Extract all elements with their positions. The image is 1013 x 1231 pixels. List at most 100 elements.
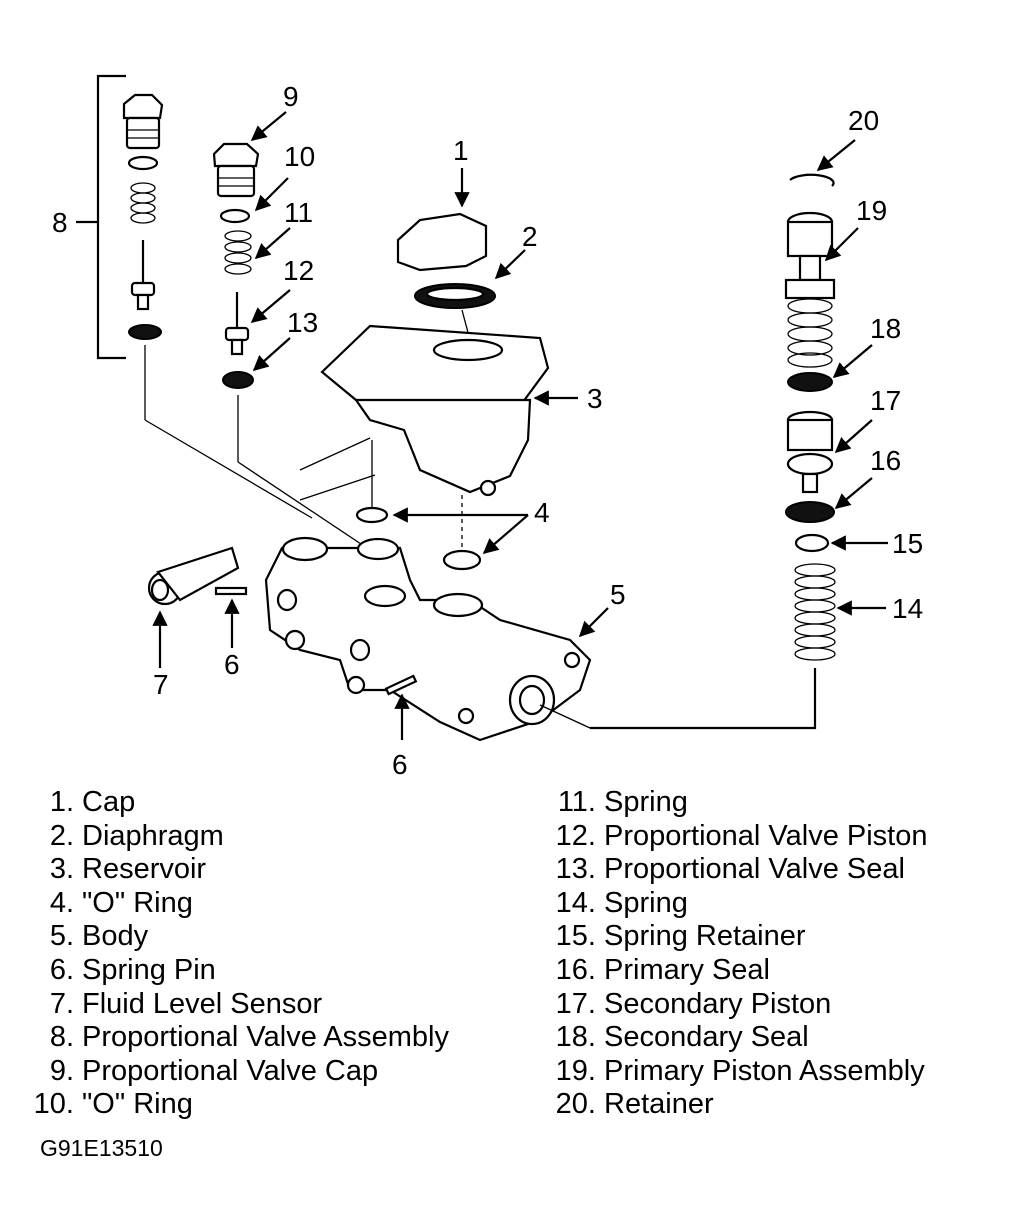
legend-number: 1. <box>49 786 74 818</box>
legend-item: 6.Spring Pin <box>0 954 449 988</box>
legend-label: Secondary Seal <box>604 1021 809 1054</box>
exploded-view-diagram: 1 2 3 4 5 6 6 7 8 9 10 11 12 13 14 15 16… <box>52 74 923 780</box>
legend-number: 12. <box>555 819 596 852</box>
secondary-seal-18 <box>787 372 833 392</box>
legend-label: Spring <box>604 786 688 818</box>
legend-label: Proportional Valve Cap <box>82 1054 379 1087</box>
legend-number: 15. <box>555 920 596 953</box>
legend-number: 17. <box>555 987 596 1020</box>
legend-number: 16. <box>555 953 596 986</box>
callout-8: 8 <box>52 207 68 238</box>
legend-number: 14. <box>555 886 596 919</box>
legend-item: 16.Primary Seal <box>520 954 927 988</box>
reservoir-cap-1 <box>396 212 488 272</box>
legend-item: 1.Cap <box>0 786 449 820</box>
legend-number: 10. <box>33 1088 74 1121</box>
legend-item: 10."O" Ring <box>0 1088 449 1122</box>
legend-item: 13.Proportional Valve Seal <box>520 853 927 887</box>
legend-label: Body <box>82 920 149 953</box>
callout-12: 12 <box>283 255 314 286</box>
legend-number: 7. <box>49 987 74 1020</box>
legend-number: 4. <box>49 886 74 919</box>
spring-pin-6a <box>214 586 248 596</box>
legend-item: 12.Proportional Valve Piston <box>520 819 928 854</box>
spring-pin-6b <box>384 674 418 696</box>
callout-13: 13 <box>287 307 318 338</box>
legend-item: 7.Fluid Level Sensor <box>0 988 449 1022</box>
legend-item: 4."O" Ring <box>0 887 449 921</box>
legend-number: 19. <box>555 1054 596 1087</box>
leader-arrows <box>152 111 888 740</box>
legend-label: Retainer <box>604 1088 714 1121</box>
callout-5: 5 <box>610 579 626 610</box>
o-ring-4b <box>442 549 482 571</box>
callout-18: 18 <box>870 313 901 344</box>
legend-item: 15.Spring Retainer <box>520 920 927 954</box>
spring-retainer-15 <box>794 533 830 553</box>
reservoir-3 <box>299 324 550 548</box>
legend-label: Cap <box>82 786 136 818</box>
legend-item: 17.Secondary Piston <box>520 988 927 1022</box>
callout-17: 17 <box>870 385 901 416</box>
legend-label: Proportional Valve Piston <box>604 819 928 852</box>
callout-2: 2 <box>522 221 538 252</box>
legend-item: 11.Spring <box>520 786 927 820</box>
callout-9: 9 <box>283 81 299 112</box>
master-cylinder-body-5 <box>264 536 592 742</box>
legend-item: 19.Primary Piston Assembly <box>520 1055 927 1089</box>
legend-label: Spring Pin <box>82 953 216 986</box>
proportional-valve-stack <box>212 142 386 561</box>
legend-item: 14.Spring <box>520 887 927 921</box>
legend-item: 5.Body <box>0 920 449 954</box>
legend-number: 2. <box>49 819 74 852</box>
legend-item: 2.Diaphragm <box>0 820 449 854</box>
legend-label: Primary Piston Assembly <box>604 1054 925 1087</box>
callout-3: 3 <box>587 383 603 414</box>
callout-20: 20 <box>848 105 879 136</box>
o-ring-4a <box>355 506 389 524</box>
legend-label: "O" Ring <box>82 886 193 919</box>
legend-number: 3. <box>49 853 74 886</box>
legend-number: 8. <box>49 1021 74 1054</box>
callout-6b: 6 <box>392 749 408 780</box>
callout-14: 14 <box>892 593 923 624</box>
legend-number: 18. <box>555 1021 596 1054</box>
legend-item: 20.Retainer <box>520 1088 927 1122</box>
legend-number: 5. <box>49 920 74 953</box>
callout-10: 10 <box>284 141 315 172</box>
callout-4: 4 <box>534 497 550 528</box>
callout-15: 15 <box>892 528 923 559</box>
callout-11: 11 <box>284 197 313 228</box>
legend-number: 9. <box>49 1054 74 1087</box>
legend-label: Secondary Piston <box>604 987 832 1020</box>
figure-code: G91E13510 <box>40 1135 163 1161</box>
callout-1: 1 <box>453 135 469 166</box>
legend-number: 20. <box>555 1088 596 1121</box>
primary-piston-stack <box>784 173 836 661</box>
legend-item: 3.Reservoir <box>0 853 449 887</box>
legend-label: Fluid Level Sensor <box>82 987 323 1020</box>
callout-6a: 6 <box>224 649 240 680</box>
callout-19: 19 <box>856 195 887 226</box>
legend-number: 6. <box>49 953 74 986</box>
legend-item: 9.Proportional Valve Cap <box>0 1055 449 1089</box>
fluid-level-sensor-7 <box>147 546 240 606</box>
primary-seal-16 <box>785 501 835 523</box>
callout-7: 7 <box>153 669 169 700</box>
legend-label: Primary Seal <box>604 953 770 986</box>
legend-number: 13. <box>555 853 596 886</box>
legend-item: 18.Secondary Seal <box>520 1021 927 1055</box>
legend-number: 11. <box>557 786 596 818</box>
legend-label: Proportional Valve Seal <box>604 853 905 886</box>
legend-label: "O" Ring <box>82 1088 193 1121</box>
legend-label: Reservoir <box>82 853 207 886</box>
spring-14 <box>794 563 836 661</box>
legend-label: Spring Retainer <box>604 920 806 953</box>
legend-label: Proportional Valve Assembly <box>82 1021 449 1054</box>
legend-label: Spring <box>604 886 688 919</box>
legend-item: 8.Proportional Valve Assembly <box>0 1021 449 1055</box>
callout-16: 16 <box>870 445 901 476</box>
proportional-valve-assembly-8 <box>76 74 313 519</box>
legend-label: Diaphragm <box>82 819 224 852</box>
